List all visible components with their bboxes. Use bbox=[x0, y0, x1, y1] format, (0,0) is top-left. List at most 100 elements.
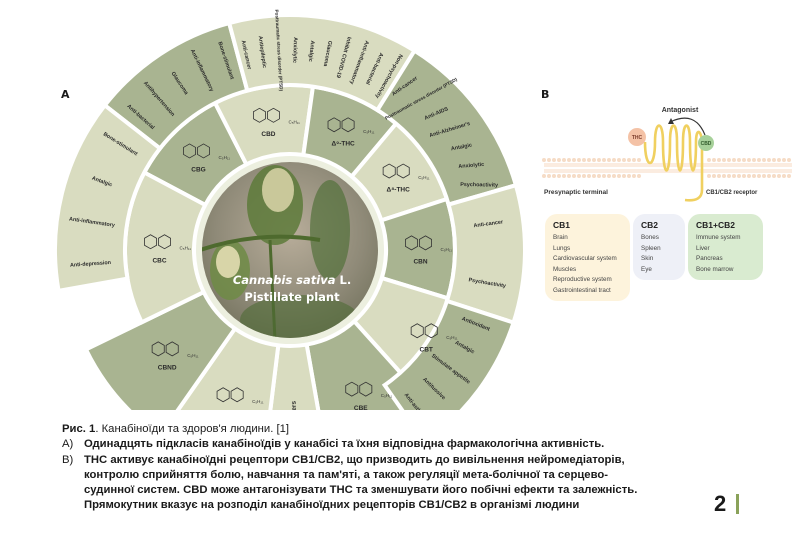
lipid-head bbox=[722, 158, 726, 162]
caption-marker: B) bbox=[62, 453, 74, 466]
lipid-head bbox=[752, 174, 756, 178]
lipid-head bbox=[737, 174, 741, 178]
list-item: Cardiovascular system bbox=[553, 255, 617, 263]
lipid-head bbox=[582, 174, 586, 178]
lipid-head bbox=[762, 158, 766, 162]
lipid-head bbox=[787, 158, 791, 162]
caption-item-a: A) Одинадцять підкласів канабіноїдів у к… bbox=[62, 437, 722, 452]
lipid-head bbox=[607, 158, 611, 162]
compound-label-others: Others bbox=[291, 400, 299, 410]
list-item: Liver bbox=[696, 244, 710, 252]
list-item: Spleen bbox=[641, 244, 661, 252]
lipid-head bbox=[602, 174, 606, 178]
activity-segment-cbn bbox=[381, 298, 517, 410]
figure-caption: Рис. 1. Канабіноїди та здоров'я людини. … bbox=[62, 422, 722, 514]
list-item: Immune system bbox=[696, 234, 741, 241]
compound-segment-cbl bbox=[175, 325, 281, 410]
arrowhead-icon bbox=[668, 118, 674, 124]
compound-label: CBN bbox=[413, 259, 427, 266]
substituent-label: C₅H₁₁ bbox=[446, 335, 458, 340]
lipid-head bbox=[747, 158, 751, 162]
list-item: Brain bbox=[553, 234, 568, 241]
cb2-distribution-box: CB2 Bones Spleen Skin Eye bbox=[633, 214, 685, 280]
lipid-head bbox=[637, 174, 641, 178]
activity-label: Glaucoma bbox=[322, 40, 333, 68]
lipid-head bbox=[542, 158, 546, 162]
activity-label: Anti-depression bbox=[70, 260, 111, 269]
molecule-structure-icon bbox=[216, 387, 244, 403]
list-item: Gastrointestinal tract bbox=[553, 286, 611, 294]
activity-label: Anxiolytic bbox=[291, 37, 298, 63]
lipid-head bbox=[547, 158, 551, 162]
list-item: Reproductive system bbox=[553, 276, 612, 284]
lipid-head bbox=[592, 174, 596, 178]
lipid-head bbox=[757, 174, 761, 178]
presynaptic-label: Presynaptic terminal bbox=[544, 189, 608, 196]
activity-label: Anti-cancer bbox=[473, 219, 504, 229]
molecule-structure-icon bbox=[410, 323, 438, 339]
lipid-head bbox=[742, 174, 746, 178]
panel-b-label: B bbox=[541, 88, 550, 101]
lipid-head bbox=[732, 158, 736, 162]
caption-text: Одинадцять підкласів канабіноїдів у кана… bbox=[84, 438, 605, 451]
lipid-head bbox=[617, 174, 621, 178]
lipid-head bbox=[712, 158, 716, 162]
panel-a-label: A bbox=[61, 88, 70, 101]
lipid-head bbox=[722, 174, 726, 178]
receptor-illustration: Antagonist THC CBD Presynaptic terminal … bbox=[542, 107, 792, 202]
compound-label: Δ⁸-THC bbox=[387, 187, 411, 194]
caption-text: THC активує канабіноїдні рецептори CB1/C… bbox=[84, 453, 625, 466]
lipid-head bbox=[737, 158, 741, 162]
panel-b-receptor-diagram: Antagonist THC CBD Presynaptic terminal … bbox=[530, 80, 800, 310]
lipid-head bbox=[632, 174, 636, 178]
molecule-structure-icon bbox=[183, 143, 210, 159]
lipid-head bbox=[712, 174, 716, 178]
lipid-head bbox=[717, 158, 721, 162]
center-subtitle: Pistillate plant bbox=[244, 290, 340, 304]
wheel-segments bbox=[53, 13, 527, 410]
lipid-head bbox=[717, 174, 721, 178]
lipid-head bbox=[742, 158, 746, 162]
lipid-head bbox=[727, 174, 731, 178]
compound-segment-others bbox=[268, 342, 321, 410]
lipid-head bbox=[762, 174, 766, 178]
compound-segment-cbnd bbox=[83, 289, 238, 410]
cb1-title: CB1 bbox=[553, 220, 571, 230]
lipid-head bbox=[587, 158, 591, 162]
activity-label: Antiepileptic bbox=[257, 36, 267, 69]
list-item: Eye bbox=[641, 265, 652, 273]
lipid-head bbox=[612, 174, 616, 178]
list-item: Lungs bbox=[553, 244, 571, 252]
list-item: Muscles bbox=[553, 265, 577, 273]
figure-label: Рис. 1 bbox=[62, 423, 96, 435]
thc-label: THC bbox=[632, 135, 643, 141]
lipid-head bbox=[707, 158, 711, 162]
lipid-head bbox=[567, 158, 571, 162]
lipid-head bbox=[587, 174, 591, 178]
caption-text: судинної систем. CBD може антагонізувати… bbox=[84, 484, 638, 497]
thc-molecule bbox=[628, 128, 646, 146]
compound-label: CBD bbox=[261, 131, 275, 138]
substituent-label: C₅H₁₁ bbox=[363, 129, 375, 134]
lipid-head bbox=[732, 174, 736, 178]
compound-label: CBT bbox=[420, 346, 433, 353]
activity-segment-cbc bbox=[53, 102, 163, 294]
lipid-head bbox=[597, 174, 601, 178]
compound-label: CBND bbox=[158, 365, 177, 372]
lipid-head bbox=[617, 158, 621, 162]
lipid-head bbox=[752, 158, 756, 162]
lipid-head bbox=[552, 158, 556, 162]
lipid-head bbox=[777, 174, 781, 178]
molecule-structure-icon bbox=[252, 107, 280, 123]
lipid-head bbox=[707, 174, 711, 178]
lipid-head bbox=[782, 174, 786, 178]
lipid-head bbox=[747, 174, 751, 178]
lipid-head bbox=[597, 158, 601, 162]
lipid-head bbox=[577, 158, 581, 162]
activity-label: Anxiolytic bbox=[458, 162, 484, 170]
lipid-tails bbox=[544, 169, 792, 173]
lipid-head bbox=[547, 174, 551, 178]
lipid-head bbox=[772, 158, 776, 162]
antagonist-label: Antagonist bbox=[662, 107, 699, 114]
